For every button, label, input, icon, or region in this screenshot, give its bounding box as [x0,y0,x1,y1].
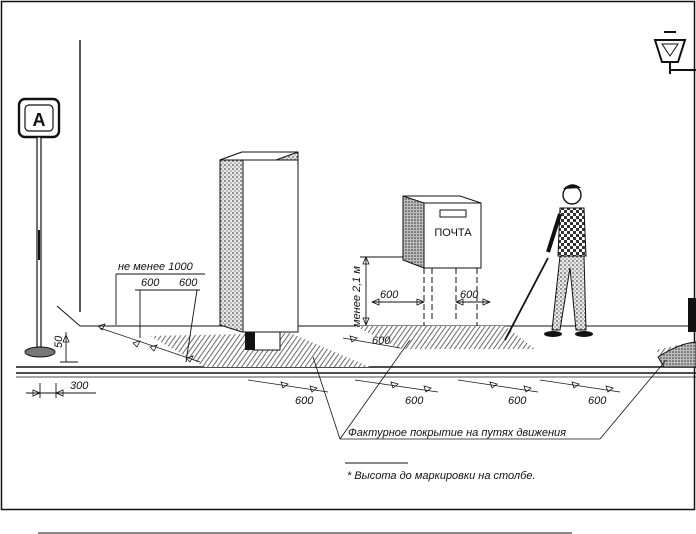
dim-postbox-600: 600 600 600 [342,289,492,349]
sign-letter: A [33,110,46,130]
dim-label-600-a: 600 [141,277,160,289]
post-box: ПОЧТА [402,195,482,326]
dim-label-2-1: менее 2,1 м [351,266,363,327]
dim-label-50: 50 [53,335,65,348]
dim-height-50: 50 [53,332,78,363]
tactile-note: Фактурное покрытие на путях движения [348,427,566,439]
dim-label-600-r3: 600 [508,395,527,407]
dim-label-600-r1: 600 [295,395,314,407]
tactile-leader-lines [312,339,667,440]
dim-row-600: 600 600 600 600 [247,379,621,407]
footnote-text: * Высота до маркировки на столбе. [347,470,536,482]
dim-label-600-r4: 600 [588,395,607,407]
figure-frame [0,0,696,511]
sidewalk-edge-left [56,305,81,327]
dim-height-2-1: менее 2,1 м [351,255,403,327]
manhole [657,341,696,368]
dim-label-600-box-right: 600 [460,289,479,301]
tactile-strip-postbox [355,326,535,349]
dim-label-300: 300 [70,380,89,392]
lamp-icon [653,31,696,74]
blind-pedestrian [504,184,593,341]
dim-label-600-r2: 600 [405,395,424,407]
dim-label-600-box-front: 600 [372,335,391,347]
dim-offset-300: 300 [26,380,96,398]
dim-label-600-b: 600 [179,277,198,289]
right-object [688,298,696,332]
post-box-label: ПОЧТА [434,227,472,239]
bus-stop-sign: A [17,97,61,358]
dim-min-1000: не менее 1000 600 600 [97,261,205,363]
dim-label-600-box-left: 600 [380,289,399,301]
dim-label-min-1000: не менее 1000 [118,261,194,273]
pillar [219,151,299,351]
